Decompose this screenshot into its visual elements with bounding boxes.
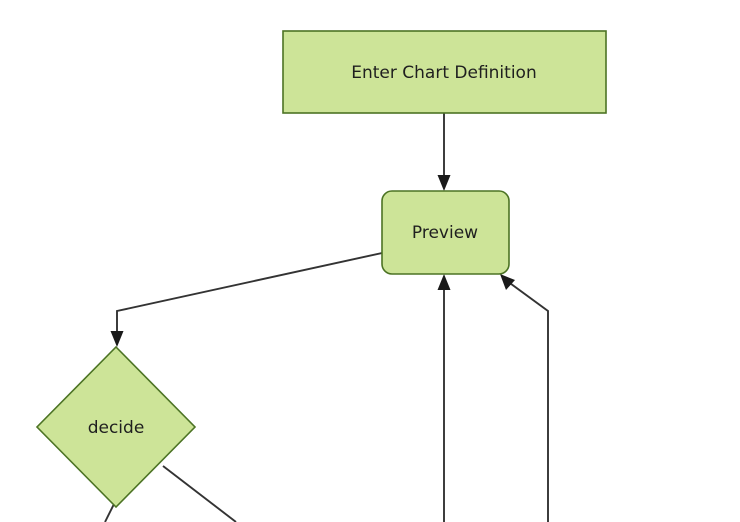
- node-diamond: [35, 345, 197, 509]
- node-decide[interactable]: decide: [35, 345, 197, 509]
- node-rounded-rectangle: [381, 190, 510, 275]
- edge-bottom-right-to-preview[interactable]: [500, 274, 549, 522]
- node-rectangle: [282, 30, 607, 114]
- node-enter-chart-definition[interactable]: Enter Chart Definition: [282, 30, 607, 114]
- node-preview[interactable]: Preview: [381, 190, 510, 275]
- edge-decide-bottom-right[interactable]: [162, 465, 237, 522]
- edge-layer: [104, 113, 549, 522]
- edge-line: [506, 280, 549, 522]
- node-layer: Enter Chart Definition Preview decide: [35, 30, 607, 509]
- edge-line: [116, 252, 383, 335]
- arrowhead-icon: [437, 175, 451, 191]
- edge-preview-to-decide[interactable]: [110, 252, 383, 347]
- edge-enter-to-preview[interactable]: [437, 113, 451, 191]
- arrowhead-icon: [500, 274, 515, 290]
- arrowhead-icon: [110, 331, 124, 347]
- arrowhead-icon: [437, 274, 451, 290]
- edge-line: [162, 465, 237, 522]
- edge-bottom-center-to-preview[interactable]: [437, 274, 451, 522]
